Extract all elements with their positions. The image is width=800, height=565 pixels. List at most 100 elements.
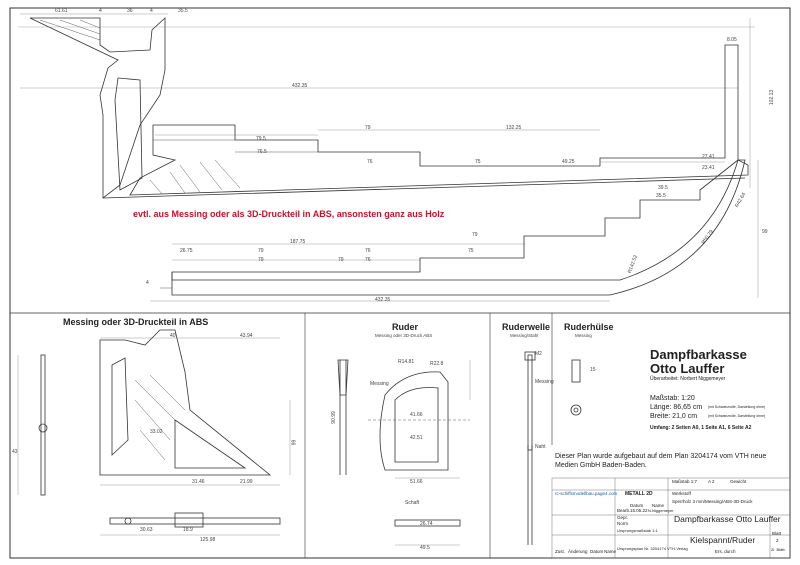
rudder-part	[337, 359, 470, 527]
rudder-dim-r14: R14.81	[398, 359, 415, 365]
tb-datum2-label: Datum	[590, 549, 604, 554]
bow-outline	[29, 17, 166, 199]
rudder-sleeve-subtitle: Messing	[575, 333, 592, 338]
abs-dim-30: 30.63	[140, 527, 153, 533]
rudder-dim-r22: R22.8	[430, 361, 444, 367]
dim-step-3: 132.25	[506, 125, 522, 131]
rudder-dim-49: 49.5	[420, 545, 430, 551]
info-length-note: (mit Schwanzrolle, Darstellung ohne)	[708, 405, 766, 409]
dim-top-3: 36	[127, 8, 133, 14]
dim-step-8: 27.41	[702, 154, 715, 160]
top-dim-lines	[20, 13, 751, 188]
keel-hatching	[149, 159, 241, 195]
abs-section-title: Messing oder 3D-Druckteil in ABS	[63, 317, 209, 327]
abs-dim-125: 125.98	[200, 537, 216, 543]
sleeve-dim: 15	[590, 367, 596, 373]
rudder-shaft-title: Ruderwelle	[502, 322, 551, 332]
info-width-note: (mit Schwanzrolle, Darstellung ohne)	[708, 414, 766, 418]
tb-werkstoff: Sperrholz 3 mm/Messing/ABS-3D-Druck	[672, 499, 753, 504]
rudder-shaft-rod	[527, 354, 533, 451]
info-box: Dampfbarkasse Otto Lauffer Überarbeitet:…	[640, 342, 782, 435]
abs-dim-31: 31.46	[192, 479, 205, 485]
tb-datum-label: Datum	[630, 503, 644, 508]
title-block-grid	[551, 477, 791, 559]
tb-blatt-label: Blatt	[772, 531, 782, 536]
tb-drawing-no: Ursprungsmaßstab 1:1	[617, 528, 658, 533]
abs-dim-99: 99	[291, 439, 298, 446]
info-width: Breite: 21,0 cm	[650, 413, 698, 420]
tb-metall: METALL 2D	[625, 491, 653, 497]
keel-side-dims	[150, 160, 759, 302]
abs-dims	[17, 337, 291, 536]
keel-bottom-line	[102, 177, 746, 199]
shaft-label-m2: M2	[535, 351, 542, 357]
keel-side-steps	[171, 159, 739, 280]
rudder-shaft-part	[524, 351, 536, 545]
dim-step-6: 75	[475, 159, 481, 165]
tb-blaetter: 2I. Blätt.	[771, 547, 786, 552]
sleeve-top-inner	[573, 407, 579, 413]
abs-dim-40: 40	[170, 333, 176, 339]
dim-step-5: 76	[367, 159, 373, 165]
tb-massstab: Maßstab 1:7	[672, 479, 698, 484]
rudder-shaft-taper	[337, 359, 349, 396]
rudder-section-subtitle: Messing oder 3D-Druck ABS	[375, 333, 433, 338]
rudder-dim-41: 41.66	[410, 412, 423, 418]
dim-step-9: 23.41	[702, 165, 715, 171]
tb-format: A 2	[708, 479, 715, 484]
keel-dim-79b: 79	[258, 257, 264, 263]
abs-triangle-cutout	[174, 419, 247, 469]
info-length: Länge: 86,65 cm	[650, 404, 703, 411]
bow-inner	[114, 77, 143, 191]
abs-part	[38, 329, 281, 528]
dim-lower-1: 39.5	[658, 185, 668, 191]
info-extent: Umfang: 2 Seiten A0, 1 Seite A1, 6 Seite…	[650, 425, 752, 431]
dim-step-1: 79.5	[256, 136, 266, 142]
info-title-1: Dampfbarkasse	[650, 347, 747, 362]
abs-hatching	[134, 374, 186, 461]
dim-top-5: 35.5	[178, 8, 188, 14]
rudder-sleeve-part	[570, 359, 582, 416]
tb-gepr-label: Gepr.	[617, 515, 629, 520]
dim-top-4: 4	[150, 8, 153, 14]
dim-lower-2: 35.5	[656, 193, 666, 199]
abs-bottom-bar	[109, 517, 281, 525]
info-title-2: Otto Lauffer	[650, 361, 725, 376]
tb-aenderung-label: Änderung	[568, 549, 588, 554]
rudder-bottom-bar	[394, 519, 461, 527]
shaft-label-naht: Naht	[535, 444, 546, 450]
rudder-shaft-subtitle: Messing/Stahl	[510, 333, 539, 338]
abs-dim-43: 43.94	[240, 333, 253, 339]
keel-dim-79c: 79	[338, 257, 344, 263]
rudder-dim-42: 42.51	[410, 435, 423, 441]
material-note: evtl. aus Messing oder als 3D-Druckteil …	[133, 209, 445, 219]
keel-dim-height: 99	[762, 229, 768, 235]
dim-top-2: 4	[99, 8, 102, 14]
rudder-label-schaft: Schaft	[405, 500, 420, 506]
tb-plan-ref: Ursprungsplan Nr. 3204174 VTH-Verlag	[617, 546, 688, 551]
tb-logo: rc-schiffsmodellbau.page4.com	[555, 491, 618, 496]
rudder-inner	[394, 387, 439, 463]
keel-dim-75: 75	[468, 248, 474, 254]
rudder-dims	[395, 360, 471, 546]
dim-right-small: 8.05	[727, 37, 737, 43]
abs-inner-cutout	[111, 357, 129, 456]
keel-side-view	[160, 159, 746, 296]
rudder-outline	[379, 371, 449, 471]
tb-ers-label: Ers. durch	[715, 549, 736, 554]
info-scale: Maßstab: 1:20	[650, 395, 695, 402]
tb-name: N.Niggemeyer	[648, 508, 674, 513]
keel-frame-top	[18, 17, 755, 199]
abs-dim-33: 33.02	[150, 429, 163, 435]
rudder-dim-51: 51.66	[410, 479, 423, 485]
tb-name-label: Name	[652, 503, 665, 508]
sleeve-side	[571, 359, 581, 383]
abs-bottom-insert	[174, 512, 204, 528]
dim-step-7: 49.25	[562, 159, 575, 165]
info-author: Überarbeitet: Norbert Niggemeyer	[650, 376, 726, 382]
dim-overall-top: 432.35	[292, 83, 308, 89]
keel-dim-79-top: 79	[472, 232, 478, 238]
abs-hole	[38, 423, 48, 433]
